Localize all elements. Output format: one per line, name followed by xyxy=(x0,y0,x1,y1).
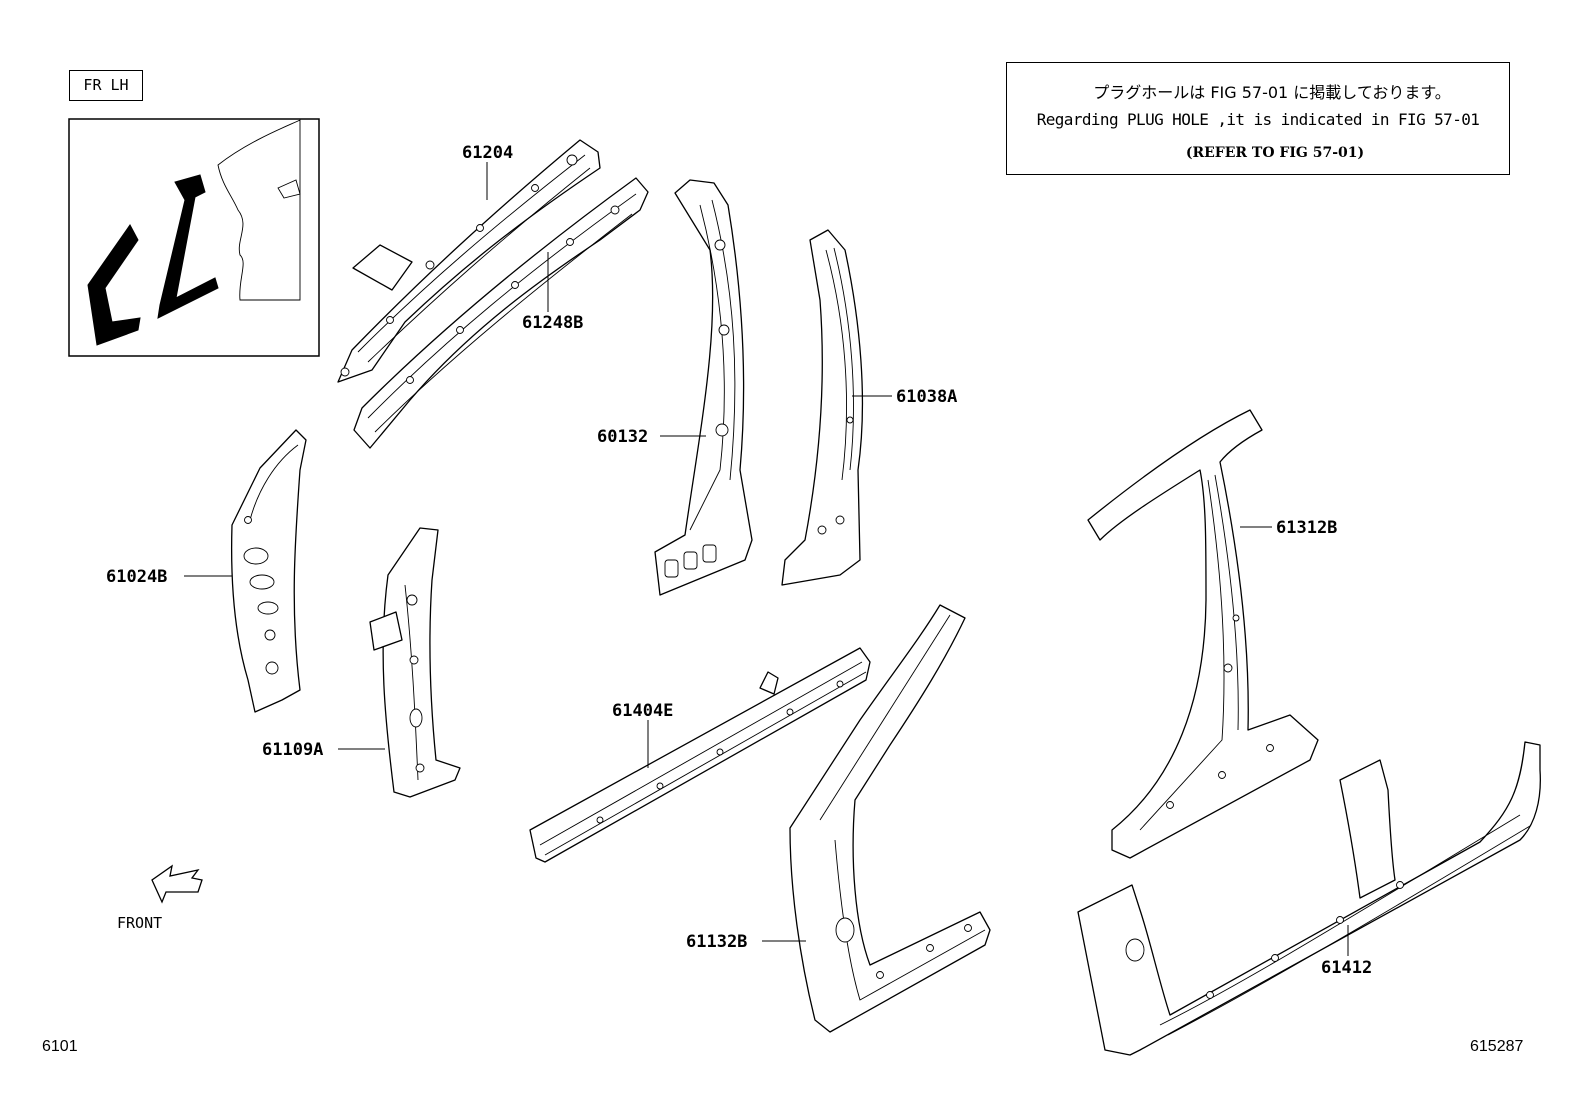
part-60132 xyxy=(654,179,753,596)
plug-hole-note: プラグホールは FIG 57-01 に掲載しております。 Regarding P… xyxy=(1006,62,1510,175)
illustration-id: 615287 xyxy=(1470,1038,1524,1055)
label-61132B[interactable]: 61132B xyxy=(686,932,747,952)
part-61204 xyxy=(337,139,601,383)
section-code: 6101 xyxy=(42,1038,78,1055)
part-61412 xyxy=(1077,741,1541,1056)
label-61109A[interactable]: 61109A xyxy=(262,740,323,760)
label-61248B[interactable]: 61248B xyxy=(522,313,583,333)
label-61412[interactable]: 61412 xyxy=(1321,958,1372,978)
side-label: FR LH xyxy=(69,70,143,101)
locator-inset xyxy=(68,118,320,357)
label-61404E[interactable]: 61404E xyxy=(612,701,673,721)
part-61248B xyxy=(353,177,649,449)
note-japanese: プラグホールは FIG 57-01 に掲載しております。 xyxy=(1093,83,1451,102)
part-labels: 61204 61248B 60132 61038A 61312B 61024B … xyxy=(106,143,1372,978)
part-61404E xyxy=(529,647,871,863)
part-61132B xyxy=(789,604,991,1033)
part-61312B xyxy=(1087,409,1319,859)
label-61038A[interactable]: 61038A xyxy=(896,387,957,407)
note-refer[interactable]: (REFER TO FIG 57-01) xyxy=(1185,145,1365,161)
front-label: FRONT xyxy=(117,914,162,932)
front-arrow-icon: FRONT xyxy=(117,864,203,932)
label-61024B[interactable]: 61024B xyxy=(106,567,167,587)
part-61109A xyxy=(369,527,461,798)
part-61038A xyxy=(781,229,864,586)
note-english: Regarding PLUG HOLE ,it is indicated in … xyxy=(1036,110,1480,129)
label-61204[interactable]: 61204 xyxy=(462,143,513,163)
label-61312B[interactable]: 61312B xyxy=(1276,518,1337,538)
label-60132[interactable]: 60132 xyxy=(597,427,648,447)
leader-lines xyxy=(184,162,1349,956)
part-61024B xyxy=(230,429,307,713)
